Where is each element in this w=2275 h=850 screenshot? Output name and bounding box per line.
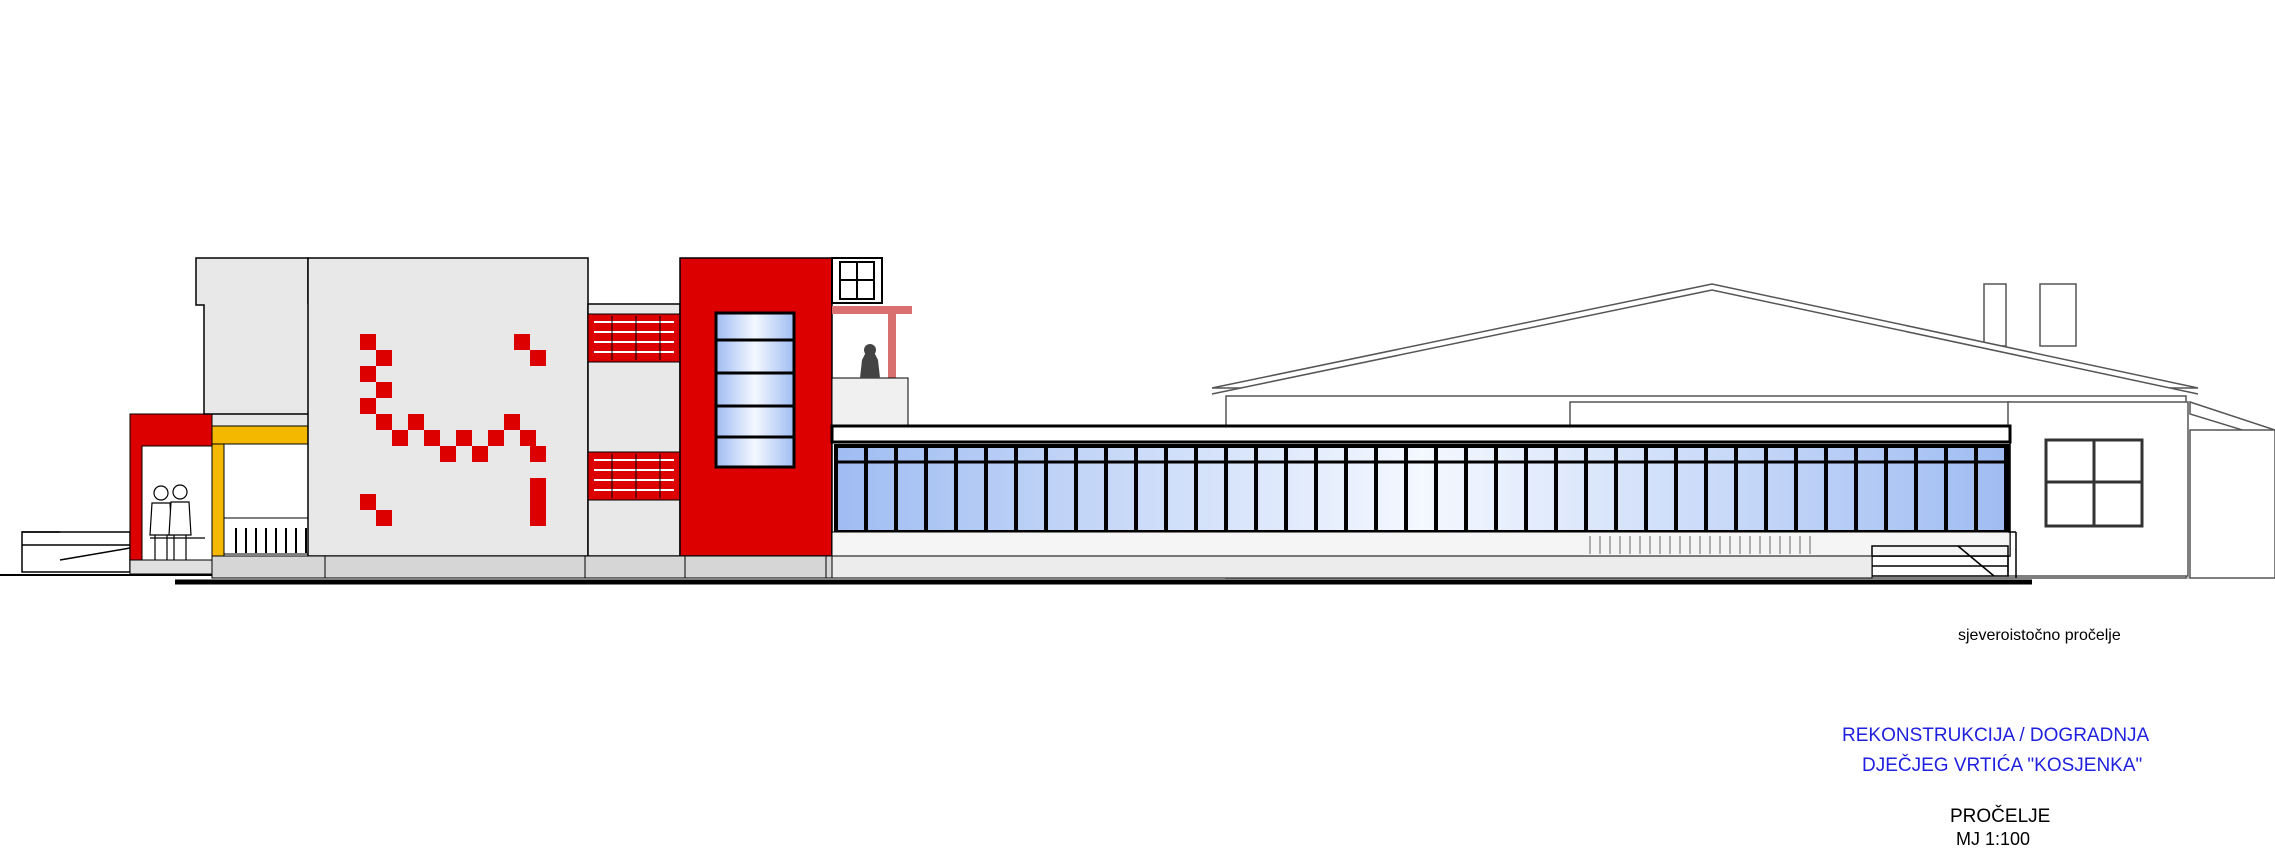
- yellow-canopy: [211, 413, 321, 557]
- decorative-squares: [360, 334, 546, 526]
- glazed-corridor: [830, 424, 2012, 557]
- plinth: [211, 555, 1873, 579]
- ramp-railing: [21, 531, 131, 573]
- sheet-title: PROČELJE: [1950, 806, 2051, 827]
- corridor-grating: [1589, 536, 1811, 554]
- people-figures: [149, 484, 205, 560]
- louvre-panels: [587, 313, 681, 501]
- project-title-line2: DJEČJEG VRTIĆA "KOSJENKA": [1862, 755, 2143, 776]
- roof-terrace: [831, 257, 912, 427]
- stair-tower: [679, 257, 833, 557]
- scale-label: MJ 1:100: [1956, 829, 2031, 849]
- main-block: [195, 257, 681, 557]
- project-title-line1: REKONSTRUKCIJA / DOGRADNJA: [1842, 725, 2150, 746]
- entrance-steps: [1871, 531, 2017, 578]
- entrance-canopy: [129, 413, 213, 575]
- elevation-caption: sjeverois­točno pročelje: [1958, 627, 2121, 644]
